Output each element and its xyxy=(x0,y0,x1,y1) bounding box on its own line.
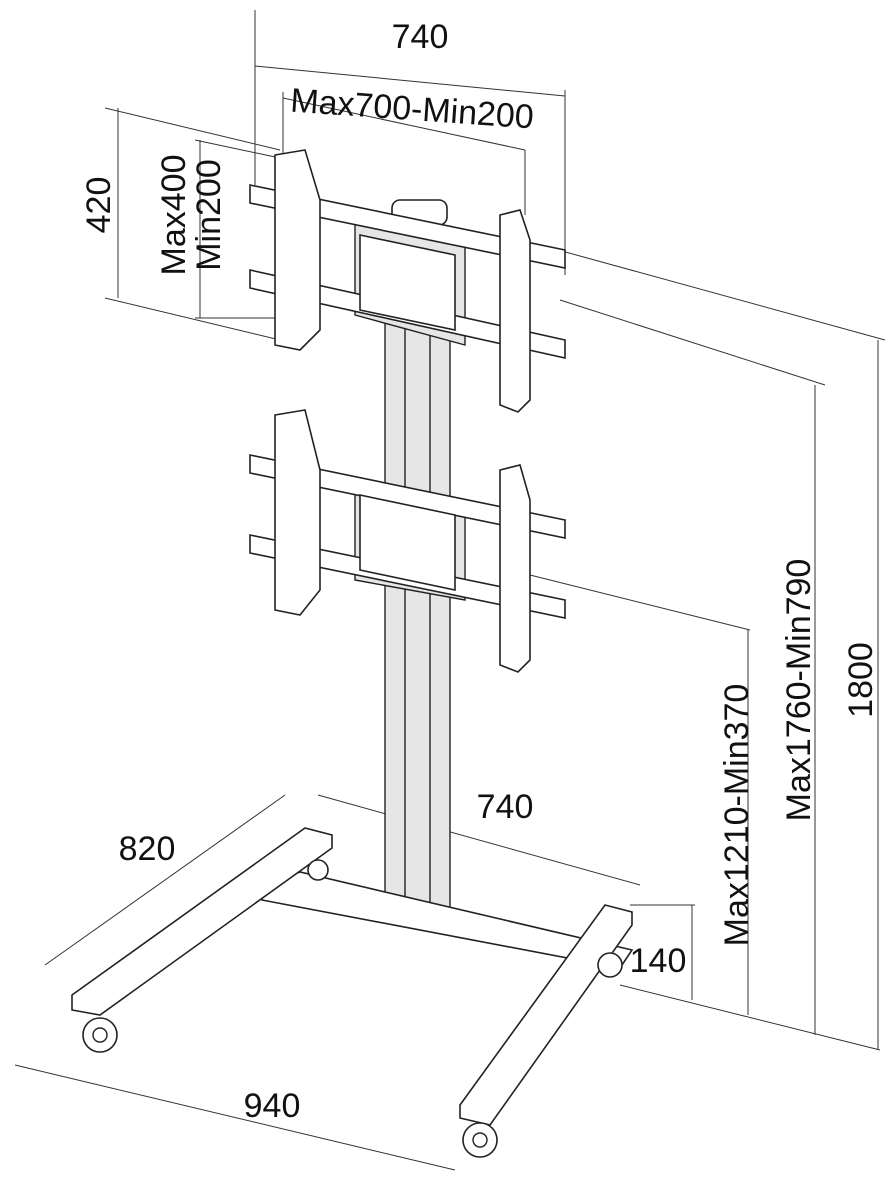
base-length-label: 940 xyxy=(244,1087,301,1125)
upper-mount-height-label: Max1760-Min790 xyxy=(780,559,818,822)
base-height-label: 140 xyxy=(630,942,687,980)
top-width-label: 740 xyxy=(392,18,449,56)
bracket-height-label: 420 xyxy=(80,177,118,234)
base-width-label: 740 xyxy=(477,788,534,826)
overall-height-label: 1800 xyxy=(842,642,880,718)
dimension-lines xyxy=(14,10,886,1171)
lower-mount-height-label: Max1210-Min370 xyxy=(718,684,756,947)
base xyxy=(71,827,634,1158)
upper-mount xyxy=(249,149,566,413)
base-depth-label: 820 xyxy=(119,830,176,868)
vesa-height-min-label: Min200 xyxy=(190,159,228,271)
lower-mount xyxy=(249,409,566,673)
vesa-height-max-label: Max400 xyxy=(155,155,193,276)
pole xyxy=(384,299,451,921)
